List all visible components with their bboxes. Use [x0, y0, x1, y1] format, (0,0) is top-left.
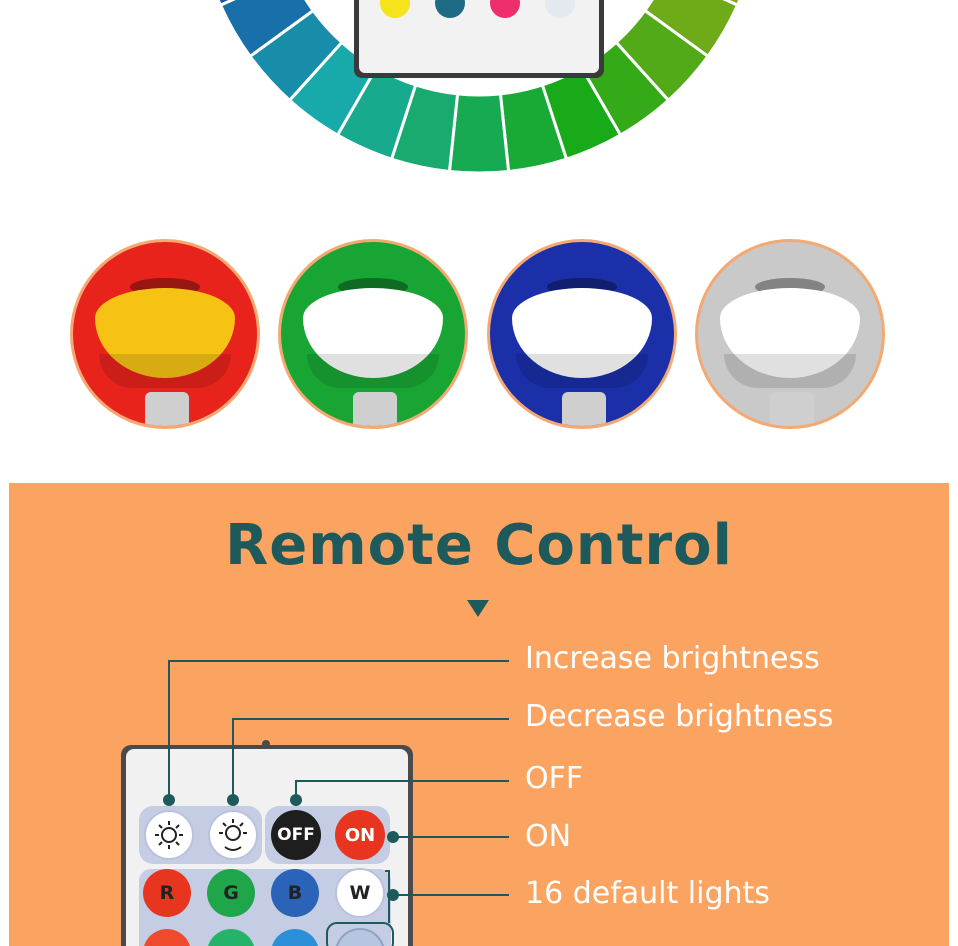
bulb-red — [70, 239, 260, 429]
red-button — [143, 869, 191, 917]
color-wheel-segments — [216, 0, 742, 175]
r-button-label: R — [159, 882, 175, 904]
feature-label-on: ON — [525, 819, 572, 854]
bulb-blue — [487, 239, 677, 429]
feature-label-increase-brightness: Increase brightness — [525, 641, 820, 676]
blue-button — [271, 869, 319, 917]
bulb-white — [695, 239, 885, 429]
bulb-band — [516, 354, 648, 388]
decrease-brightness-button — [208, 810, 258, 860]
feature-label-decrease-brightness: Decrease brightness — [525, 699, 834, 734]
remote-diagram — [121, 660, 509, 946]
on-button-label: ON — [344, 825, 376, 846]
b-button-label: B — [287, 882, 303, 904]
down-arrow-icon — [467, 600, 489, 617]
feature-label-off: OFF — [525, 761, 584, 796]
bulb-base — [353, 392, 397, 426]
section-title: Remote Control — [225, 513, 733, 578]
sun-icon — [155, 821, 183, 849]
w-button-label: W — [349, 882, 371, 904]
increase-brightness-button — [144, 810, 194, 860]
wheel-remote — [354, 0, 604, 78]
bulb-green — [278, 239, 468, 429]
on-button — [335, 810, 385, 860]
bulb-base — [770, 392, 814, 426]
bulb-color-row — [0, 232, 958, 442]
sun-icon — [219, 819, 247, 851]
off-button — [271, 810, 321, 860]
bulb-band — [724, 354, 856, 388]
off-button-label: OFF — [277, 825, 315, 845]
bulb-band — [307, 354, 439, 388]
feature-label-default-lights: 16 default lights — [525, 876, 770, 911]
wheel-segment — [218, 0, 316, 59]
color-wheel-graphic — [216, 0, 742, 175]
g-button-label: G — [223, 882, 239, 904]
green-button — [207, 869, 255, 917]
bulb-base — [562, 392, 606, 426]
wheel-segment — [447, 92, 511, 175]
bulb-base — [145, 392, 189, 426]
remote-control-panel: OFF ON R G B W Remote Control Increase b… — [9, 483, 949, 946]
callout-lines — [168, 660, 509, 923]
wheel-segment — [216, 0, 236, 8]
callout-dots — [163, 794, 399, 901]
bulb-band — [99, 354, 231, 388]
white-button — [335, 868, 385, 918]
